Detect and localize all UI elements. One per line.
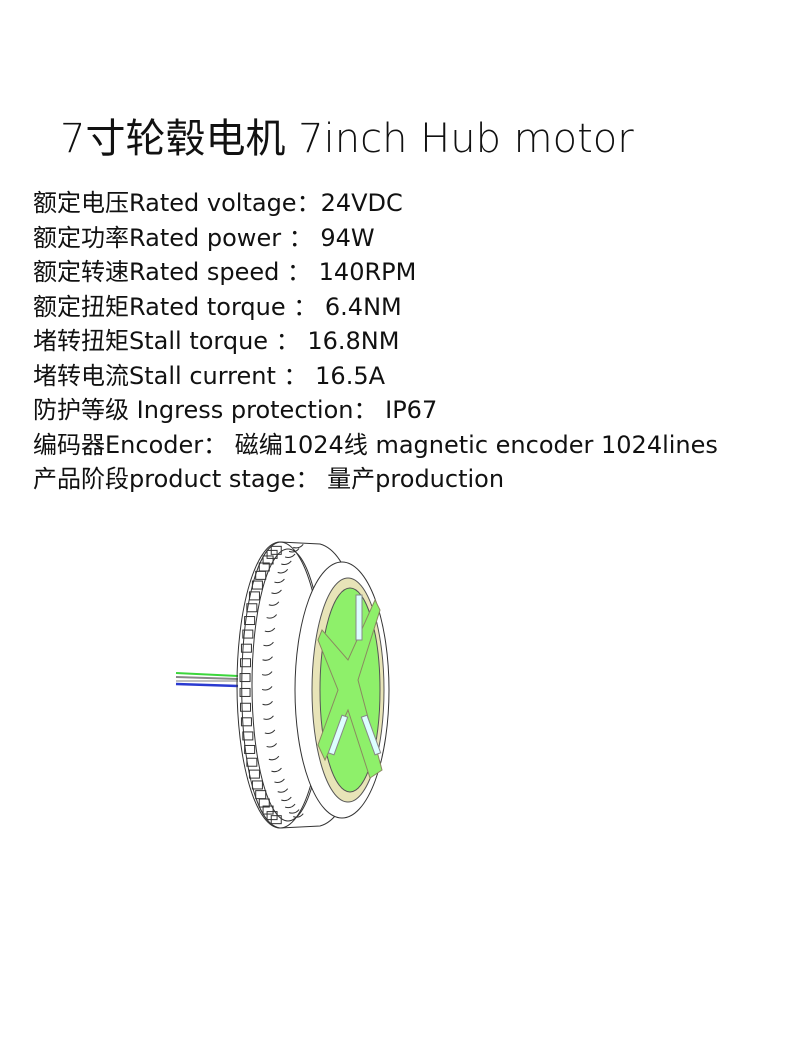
hub-motor-image	[175, 541, 390, 829]
cable-icon	[175, 672, 239, 688]
spec-rated-power: 额定功率Rated power ： 94W	[33, 223, 375, 252]
hub-icon	[294, 561, 390, 819]
page-title: 7寸轮毂电机 7inch Hub motor	[60, 116, 634, 162]
spec-rated-speed: 额定转速Rated speed ： 140RPM	[33, 258, 417, 286]
spec-stall-torque: 堵转扭矩Stall torque ： 16.8NM	[33, 327, 400, 355]
spec-list: 额定电压Rated voltage：24VDC 额定功率Rated power …	[33, 186, 718, 497]
spec-stall-current: 堵转电流Stall current ： 16.5A	[33, 361, 386, 390]
spec-ingress-protection: 防护等级 Ingress protection： IP67	[33, 396, 438, 424]
spec-rated-voltage: 额定电压Rated voltage：24VDC	[33, 189, 403, 217]
spec-encoder: 编码器Encoder： 磁编1024线 magnetic encoder 102…	[33, 430, 718, 459]
spec-product-stage: 产品阶段product stage： 量产production	[33, 465, 505, 493]
spec-rated-torque: 额定扭矩Rated torque ： 6.4NM	[33, 292, 402, 321]
